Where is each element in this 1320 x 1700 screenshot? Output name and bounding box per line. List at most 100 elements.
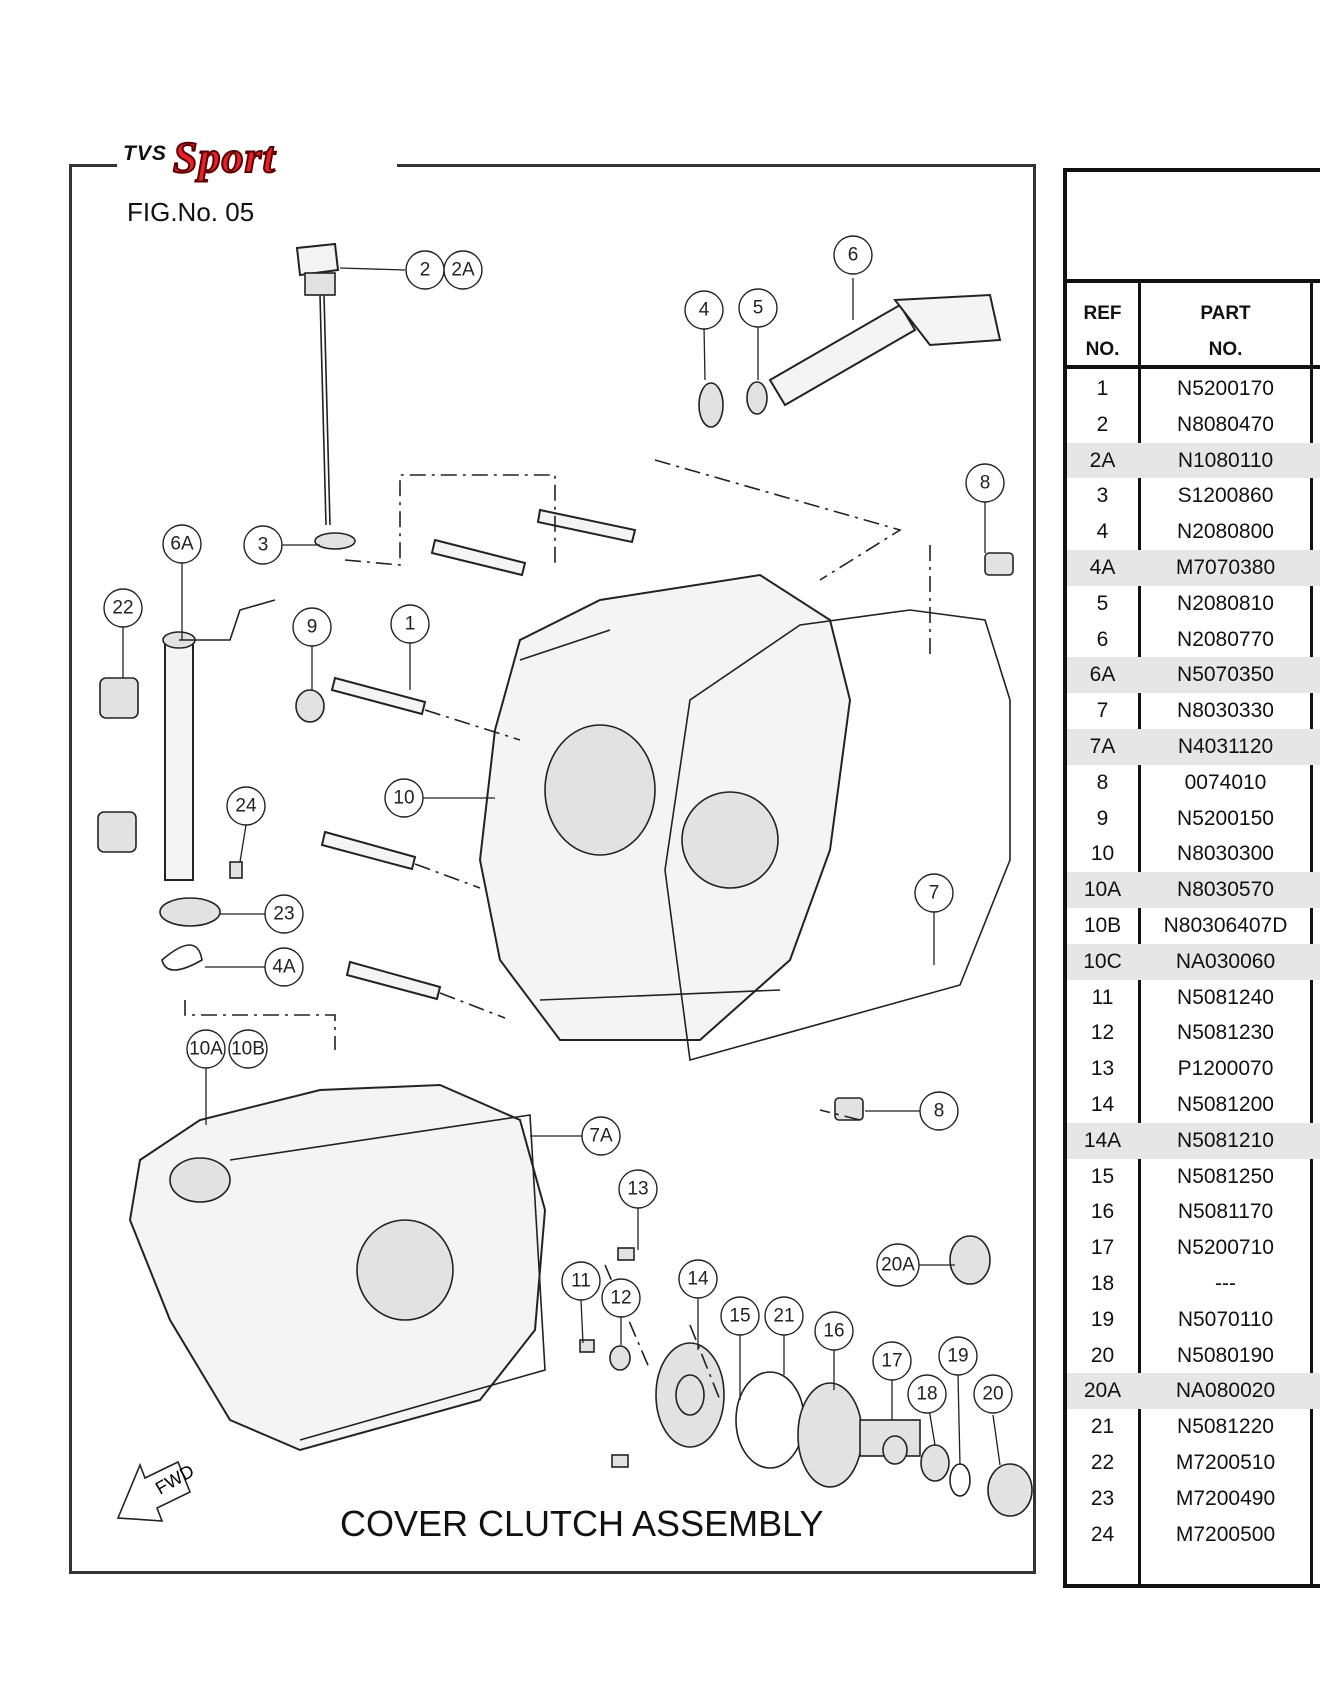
fwd-arrow-icon: FWD [116, 1461, 197, 1522]
ref-no-cell: 7A [1089, 734, 1116, 758]
svg-text:9: 9 [307, 617, 318, 638]
table-header: REF NO. PART NO. [1067, 283, 1320, 369]
part-no-cell: N5070350 [1177, 663, 1274, 687]
svg-text:10A: 10A [189, 1039, 223, 1060]
ref-no-cell: 17 [1090, 1236, 1115, 1260]
assembly-title: COVER CLUTCH ASSEMBLY [340, 1503, 824, 1544]
svg-text:13: 13 [627, 1179, 648, 1200]
fwd-label: FWD [152, 1461, 197, 1499]
table-row: 15 N5081250 [1067, 1159, 1320, 1195]
part-no-cell: N5081240 [1177, 985, 1274, 1009]
svg-text:7: 7 [929, 883, 940, 904]
callout-5: 5 [738, 288, 778, 328]
ref-no-cell: 3 [1096, 484, 1109, 508]
callout-18: 18 [907, 1374, 947, 1414]
callout-3: 3 [243, 525, 283, 565]
svg-text:18: 18 [916, 1384, 937, 1405]
table-row: 17 N5200710 [1067, 1230, 1320, 1266]
ref-no-cell: 20 [1090, 1343, 1115, 1367]
part-no-cell: N5081250 [1177, 1164, 1274, 1188]
pin-24 [229, 861, 243, 879]
table-row: 7A N4031120 [1067, 728, 1320, 765]
ref-no-cell: 19 [1090, 1307, 1115, 1331]
ref-no-cell: 21 [1090, 1415, 1115, 1439]
logo-sport-text: Sport [172, 132, 276, 183]
callout-21: 21 [764, 1296, 804, 1336]
seal-9 [295, 689, 325, 723]
ref-no-cell: 20A [1083, 1379, 1122, 1403]
svg-text:22: 22 [112, 598, 133, 619]
svg-text:24: 24 [235, 796, 257, 817]
ref-no-cell: 4A [1089, 555, 1116, 579]
part-no-cell: 0074010 [1184, 770, 1267, 794]
part-no-cell: P1200070 [1177, 1057, 1274, 1081]
callout-1: 1 [390, 604, 430, 644]
part-no-cell: N2080770 [1177, 627, 1274, 651]
callout-4A: 4A [264, 947, 304, 987]
table-row: 20 N5080190 [1067, 1338, 1320, 1374]
svg-text:4A: 4A [272, 957, 296, 978]
svg-text:17: 17 [881, 1351, 902, 1372]
part-no-cell: M7200490 [1175, 1486, 1276, 1510]
callout-20A: 20A [876, 1243, 920, 1287]
part-no-cell: M7200510 [1175, 1450, 1276, 1474]
table-row: 4 N2080800 [1067, 514, 1320, 550]
part-no-cell: N2080800 [1177, 520, 1274, 544]
callout-10A: 10A [186, 1029, 226, 1069]
ref-no-cell: 7 [1096, 699, 1109, 723]
part-no-cell: N2080810 [1177, 591, 1274, 615]
svg-text:14: 14 [687, 1269, 709, 1290]
ref-no-cell: 14A [1083, 1128, 1122, 1152]
ref-no-cell: 13 [1090, 1057, 1115, 1081]
ref-no-cell: 2A [1089, 448, 1116, 472]
table-row: 8 0074010 [1067, 765, 1320, 801]
callout-16: 16 [814, 1311, 854, 1351]
part-no-cell: N80306407D [1163, 913, 1288, 937]
tvs-sport-logo: TVS Sport [117, 132, 397, 188]
callout-24: 24 [226, 786, 266, 826]
svg-text:10B: 10B [231, 1039, 265, 1060]
ref-no-cell: 4 [1096, 520, 1109, 544]
svg-text:23: 23 [273, 904, 294, 925]
svg-text:1: 1 [405, 614, 416, 635]
ref-no-cell: 15 [1090, 1164, 1115, 1188]
svg-text:7A: 7A [589, 1126, 613, 1147]
part-no-cell: N5080190 [1177, 1343, 1274, 1367]
callout-2: 2 [405, 250, 445, 290]
ref-no-cell: 8 [1096, 770, 1109, 794]
table-row: 18--- [1067, 1266, 1320, 1302]
callout-22: 22 [103, 588, 143, 628]
svg-text:6A: 6A [170, 534, 194, 555]
shaft-part-6 [698, 293, 1002, 428]
callout-8-bottom: 8 [919, 1091, 959, 1131]
dowel-8-top [984, 552, 1014, 576]
spring-4A [161, 944, 203, 971]
part-no-cell: N5200710 [1177, 1236, 1274, 1260]
callout-6: 6 [833, 235, 873, 275]
callout-14: 14 [678, 1259, 718, 1299]
part-no-cell: N1080110 [1177, 448, 1274, 472]
table-row: 20A NA080020 [1067, 1373, 1320, 1410]
svg-text:10: 10 [393, 788, 414, 809]
ref-no-cell: 10A [1083, 878, 1122, 902]
part-no-cell: NA080020 [1175, 1379, 1276, 1403]
part-no-cell: N4031120 [1177, 734, 1274, 758]
svg-text:21: 21 [773, 1306, 794, 1327]
header-part-no: NO. [1208, 339, 1243, 360]
callout-11: 11 [561, 1261, 601, 1301]
svg-text:12: 12 [610, 1288, 631, 1309]
callout-13: 13 [618, 1169, 658, 1209]
